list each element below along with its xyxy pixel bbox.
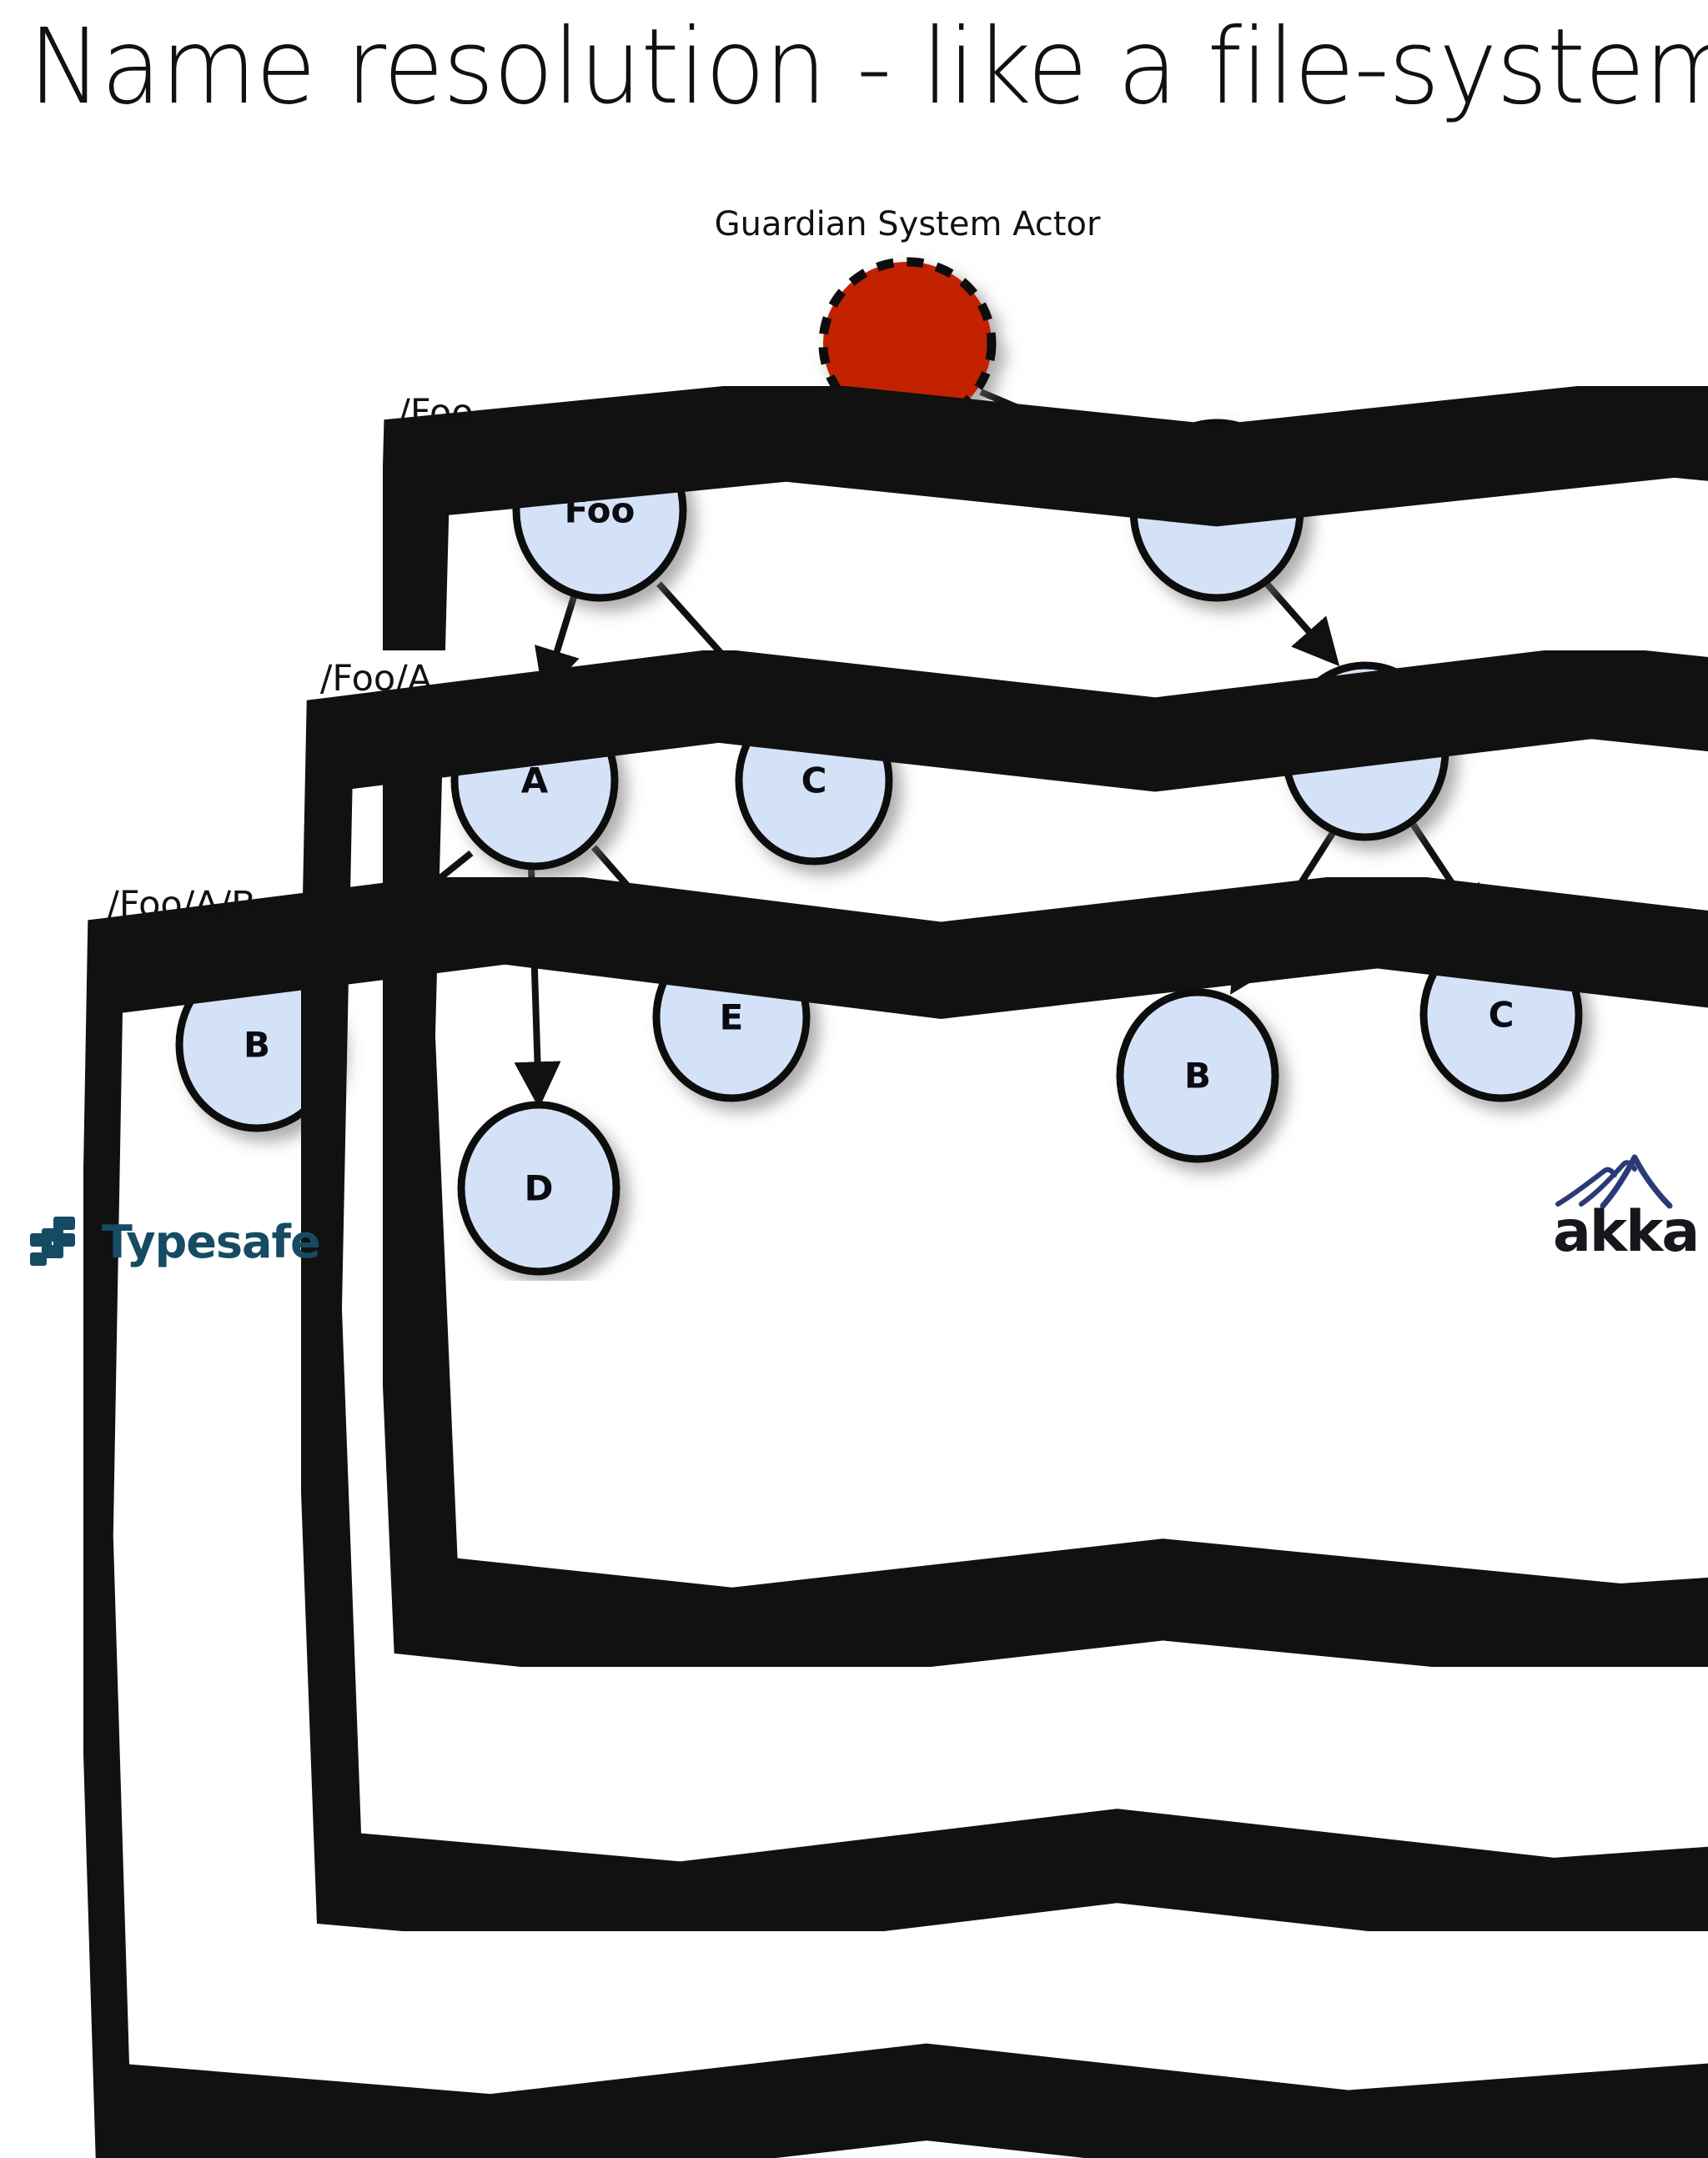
node-foo-a-b[interactable] (175, 957, 339, 1132)
node-foo-a-d[interactable] (457, 1101, 620, 1276)
edge-bara-c (1408, 819, 1486, 934)
page-title: Name resolution - like a file-system (28, 5, 1708, 128)
typesafe-logo: Typesafe (30, 1213, 321, 1272)
edge-guardian-bar (979, 389, 1157, 470)
typesafe-wordmark: Typesafe (102, 1216, 321, 1268)
node-bar-a-c[interactable] (1419, 927, 1583, 1102)
guardian-system-actor-label: Guardian System Actor (714, 205, 1101, 243)
edge-foo-a (535, 595, 580, 696)
path-callout-foo-a-b: /Foo/A/B (83, 877, 1708, 2158)
node-foo-c[interactable] (735, 695, 893, 866)
node-foo-a[interactable] (450, 690, 619, 871)
edge-a-d (514, 866, 561, 1109)
path-callout-foo-a: /Foo/A (301, 650, 1708, 1931)
edge-a-b (317, 850, 474, 976)
path-callout-foo-a-b-text: /Foo/A/B (107, 884, 256, 926)
diagram-canvas (175, 257, 1583, 1276)
node-bar-a[interactable] (1281, 661, 1449, 841)
path-callout-foo-text: /Foo (398, 391, 474, 434)
edge-bara-b (1230, 831, 1336, 995)
edge-bar-a (1263, 581, 1340, 667)
akka-wordmark: akka (1553, 1199, 1700, 1265)
akka-mountain-icon (1555, 1154, 1673, 1209)
node-foo-a-e[interactable] (652, 932, 811, 1102)
node-guardian[interactable] (818, 257, 997, 430)
actor-tree-diagram: Guardian System Actor Foo Bar A C A B D … (83, 205, 1708, 2158)
node-bar[interactable] (1129, 419, 1304, 602)
path-callout-foo: /Foo (383, 386, 1708, 1667)
node-foo[interactable] (512, 419, 687, 602)
node-bar-a-b[interactable] (1116, 988, 1279, 1163)
edge-guardian-foo (660, 389, 836, 470)
edge-foo-c (656, 581, 778, 716)
typesafe-stair-blocks-icon (30, 1217, 75, 1266)
edge-a-e (590, 845, 686, 953)
akka-logo: akka (1553, 1152, 1700, 1269)
path-callout-foo-a-text: /Foo/A (319, 658, 433, 700)
